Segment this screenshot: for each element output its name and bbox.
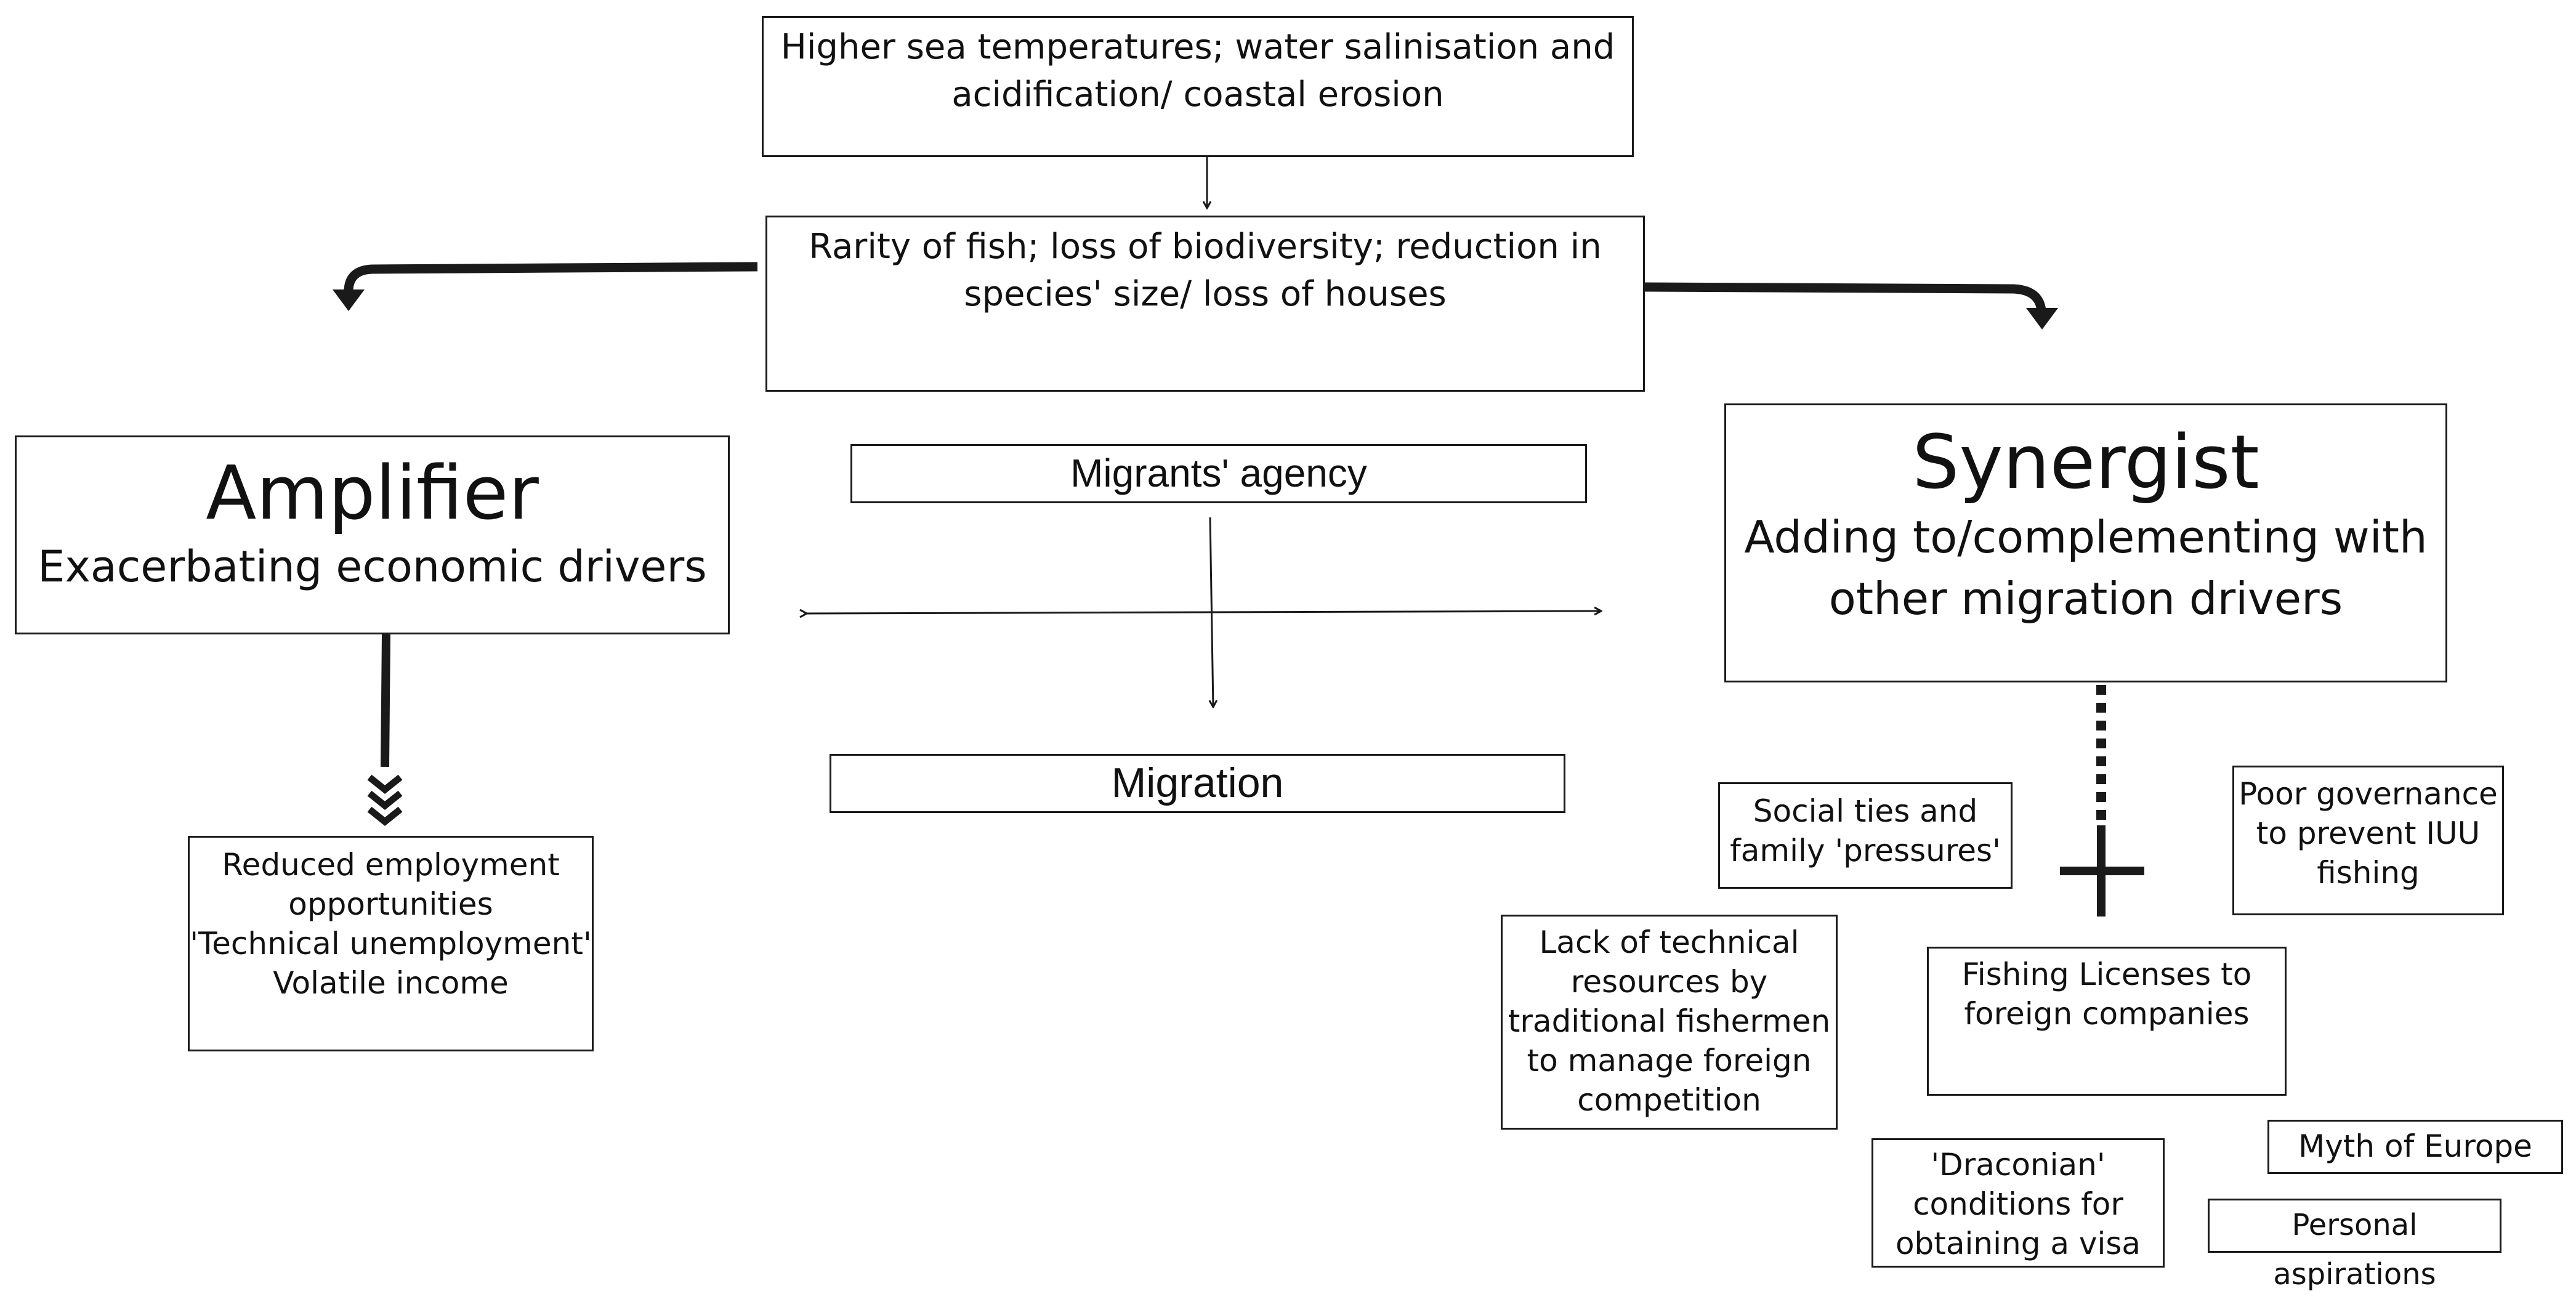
employment-line-1: Reduced employment (222, 847, 560, 883)
node-sea-temperatures: Higher sea temperatures; water salinisat… (762, 16, 1634, 157)
node-sea-temperatures-text: Higher sea temperatures; water salinisat… (780, 27, 1615, 115)
technical-line-2: resources by (1570, 964, 1768, 1000)
node-personal-aspirations: Personal aspirations (2208, 1199, 2501, 1292)
governance-line-3: fishing (2317, 855, 2420, 891)
employment-line-2: opportunities (288, 886, 493, 922)
migrants-agency-text: Migrants' agency (1070, 451, 1367, 495)
arrow-to-synergist (1644, 282, 2046, 314)
draconian-line-3: obtaining a visa (1895, 1226, 2141, 1261)
arrow-to-amplifier (344, 262, 758, 299)
arrow-to-amplifier-head (333, 289, 365, 311)
node-draconian-conditions: 'Draconian' conditions for obtaining a v… (1871, 1138, 2165, 1268)
social-line-2: family 'pressures' (1730, 833, 2001, 868)
technical-line-4: to manage foreign (1527, 1043, 1812, 1078)
synergist-title: Synergist (1912, 420, 2259, 506)
node-poor-governance: Poor governance to prevent IUU fishing (2232, 766, 2504, 915)
governance-line-2: to prevent IUU (2256, 815, 2481, 851)
node-social-ties: Social ties and family 'pressures' (1718, 782, 2013, 889)
amplifier-subtitle: Exacerbating economic drivers (38, 541, 707, 592)
chevron-stack-icon (367, 774, 403, 827)
social-line-1: Social ties and (1753, 793, 1978, 829)
synergist-subtitle: Adding to/complementing with other migra… (1744, 511, 2428, 625)
draconian-line-1: 'Draconian' (1931, 1147, 2106, 1183)
node-synergist: Synergist Adding to/complementing with o… (1724, 403, 2447, 682)
migration-text: Migration (1111, 759, 1284, 806)
node-myth-of-europe: Myth of Europe (2267, 1120, 2563, 1174)
node-fishing-licenses: Fishing Licenses to foreign companies (1927, 947, 2287, 1096)
myth-text: Myth of Europe (2298, 1128, 2532, 1164)
technical-line-3: traditional fishermen (1508, 1003, 1831, 1039)
node-migration: Migration (830, 754, 1565, 813)
arrow-agency-to-migration (1210, 517, 1213, 707)
technical-line-1: Lack of technical (1539, 925, 1799, 960)
amplifier-title: Amplifier (206, 451, 539, 536)
personal-text: Personal aspirations (2273, 1208, 2436, 1292)
employment-line-3: 'Technical unemployment' (190, 926, 592, 961)
node-technical-resources: Lack of technical resources by tradition… (1501, 915, 1838, 1130)
draconian-line-2: conditions for (1913, 1186, 2123, 1222)
licenses-line-2: foreign companies (1964, 996, 2250, 1032)
node-amplifier: Amplifier Exacerbating economic drivers (15, 435, 730, 634)
arrow-to-synergist-head (2026, 308, 2058, 330)
technical-line-5: competition (1577, 1082, 1761, 1118)
node-impacts-text: Rarity of fish; loss of biodiversity; re… (809, 227, 1602, 314)
arrow-amplifier-to-employment (381, 634, 390, 767)
node-employment: Reduced employment opportunities 'Techni… (188, 836, 594, 1051)
governance-line-1: Poor governance (2239, 776, 2498, 812)
node-impacts: Rarity of fish; loss of biodiversity; re… (765, 216, 1645, 392)
licenses-line-1: Fishing Licenses to (1961, 957, 2252, 992)
employment-line-4: Volatile income (273, 965, 509, 1001)
node-migrants-agency: Migrants' agency (850, 444, 1587, 503)
double-arrow-amplifier-synergist (807, 611, 1601, 613)
